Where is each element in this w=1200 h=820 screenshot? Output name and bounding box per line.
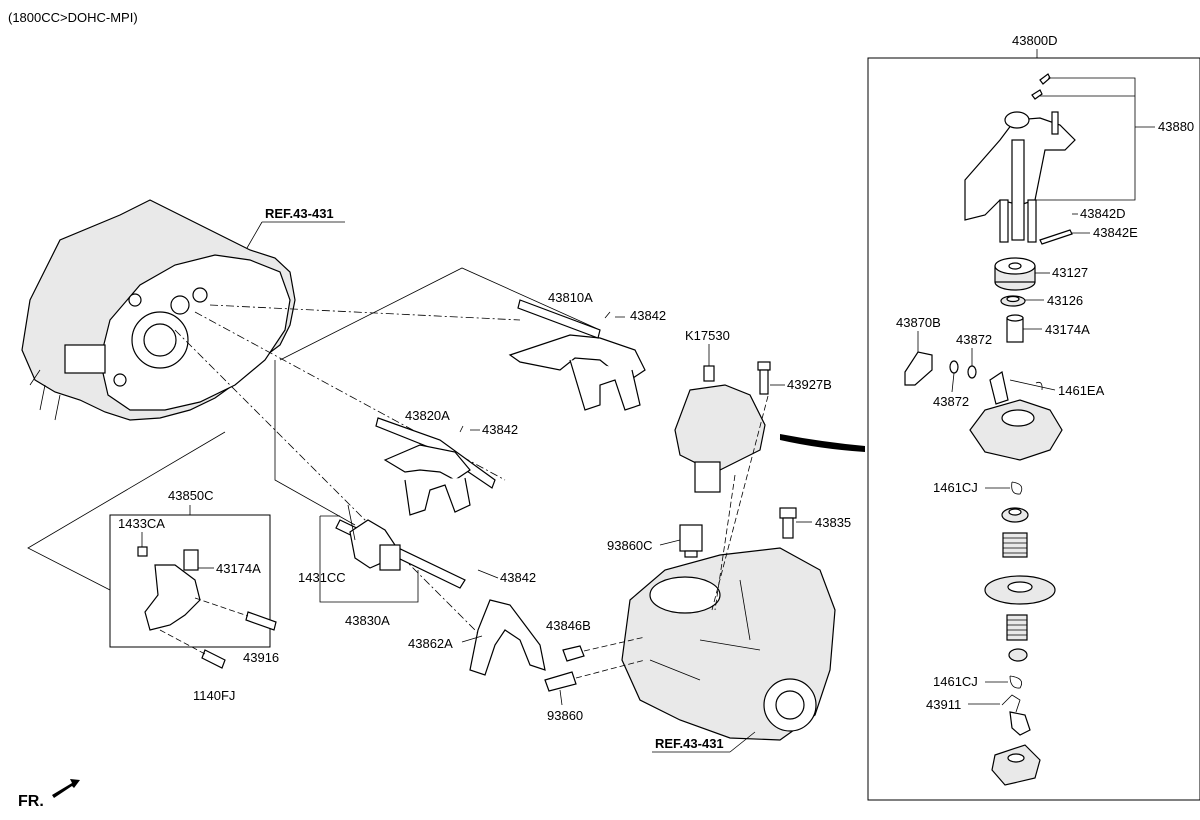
label-43850C[interactable]: 43850C [168,488,214,503]
label-93860[interactable]: 93860 [547,708,583,723]
lower-lever [1009,711,1031,736]
clip-1461CJ-b [1009,675,1023,689]
transmission-case-housing [21,199,296,421]
label-43174A-left[interactable]: 43174A [216,561,261,576]
arrow-to-assembly-icon [780,434,865,452]
label-1461EA[interactable]: 1461EA [1058,383,1105,398]
label-K17530[interactable]: K17530 [685,328,730,343]
spring-upper [1002,532,1028,558]
label-1461CJ-a[interactable]: 1461CJ [933,480,978,495]
shift-fork-43862A [469,599,546,676]
washer-43872-b [967,365,977,379]
label-43927B[interactable]: 43927B [787,377,832,392]
label-43842E[interactable]: 43842E [1093,225,1138,240]
clip-1461EA [1035,381,1043,391]
bolt-43916 [245,611,277,631]
assembly-box-43800D [867,57,1200,801]
shift-fork-43820A [375,417,496,516]
front-label: FR. [18,793,44,810]
label-43810A[interactable]: 43810A [548,290,593,305]
label-43862A[interactable]: 43862A [408,636,453,651]
clip-1461CJ-a [1011,481,1023,495]
shift-fork-43810A [508,299,646,411]
pin-43842D [1039,229,1073,245]
disc-plate [984,575,1056,605]
label-1461CJ-b[interactable]: 1461CJ [933,674,978,689]
label-1431CC[interactable]: 1431CC [298,570,346,585]
label-43800D[interactable]: 43800D [1012,33,1058,48]
bushing-43127 [994,257,1036,291]
bolt-43835 [779,507,797,539]
label-43842D[interactable]: 43842D [1080,206,1126,221]
label-43820A[interactable]: 43820A [405,408,450,423]
plug-43846B [562,645,585,662]
label-43835[interactable]: 43835 [815,515,851,530]
pins-43880 [1031,73,1051,100]
label-43872-b[interactable]: 43872 [933,394,969,409]
label-43842-a[interactable]: 43842 [630,308,666,323]
label-43126[interactable]: 43126 [1047,293,1083,308]
transmission-body [621,547,836,741]
label-43830A[interactable]: 43830A [345,613,390,628]
spring-pin-43911 [1001,694,1021,713]
label-43842-c[interactable]: 43842 [500,570,536,585]
spring-seat-upper [1001,507,1029,523]
sleeve-43174A [1006,314,1024,343]
lever-housing-43880 [964,111,1076,243]
engine-note: (1800CC>DOHC-MPI) [8,10,138,25]
label-93860C[interactable]: 93860C [607,538,653,553]
seal-43126 [1000,295,1026,307]
end-piece [991,744,1041,786]
ref-top-label[interactable]: REF.43-431 [265,206,334,221]
label-43846B[interactable]: 43846B [546,618,591,633]
switch-93860 [544,671,577,692]
label-1433CA[interactable]: 1433CA [118,516,165,531]
shift-control-housing [674,365,766,493]
label-1140FJ[interactable]: 1140FJ [193,688,235,703]
cover-housing [969,371,1063,461]
label-43127[interactable]: 43127 [1052,265,1088,280]
lever-43870B [904,351,933,386]
label-43174A-box[interactable]: 43174A [1045,322,1090,337]
label-43916[interactable]: 43916 [243,650,279,665]
label-43911[interactable]: 43911 [926,697,961,712]
spring-seat-lower [1008,648,1028,662]
bolt-43927B [757,361,771,395]
sensor-93860C [679,524,703,558]
shift-rail-43830A [335,519,466,589]
bolt-1140FJ [201,649,226,669]
label-43880[interactable]: 43880 [1158,119,1194,134]
lever-bracket-43850C [137,546,201,631]
label-43872-a[interactable]: 43872 [956,332,992,347]
spring-lower [1006,614,1028,641]
label-43842-b[interactable]: 43842 [482,422,518,437]
ref-bottom-label[interactable]: REF.43-431 [655,736,724,751]
front-arrow-icon [52,779,80,798]
washer-43872-a [949,360,959,374]
label-43870B[interactable]: 43870B [896,315,941,330]
